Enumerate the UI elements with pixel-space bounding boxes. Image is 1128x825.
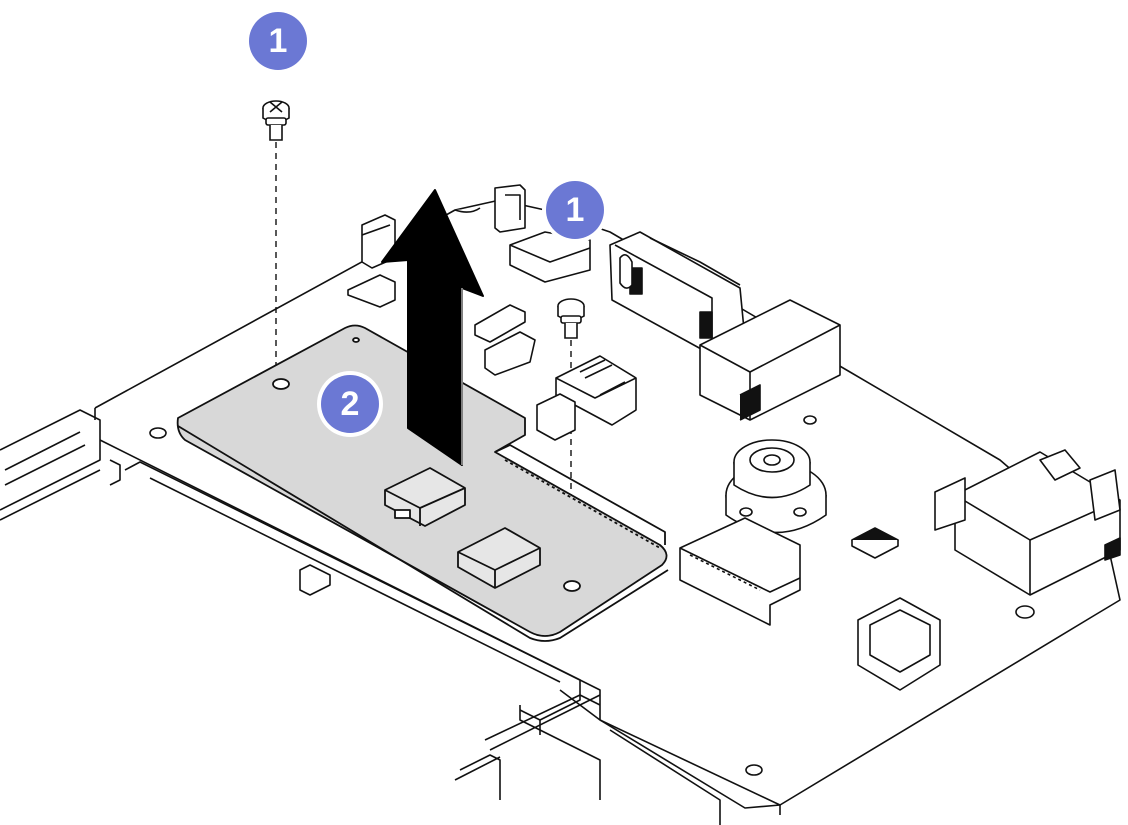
screw-icon <box>557 298 585 339</box>
callout-1-top: 1 <box>245 8 311 74</box>
screw-icon <box>262 100 290 141</box>
screw-left <box>262 100 290 385</box>
up-arrow-icon <box>381 189 484 466</box>
chassis-rails <box>0 409 781 825</box>
system-board <box>94 199 1121 815</box>
adapter-card <box>176 324 669 642</box>
chip <box>384 467 466 527</box>
chip <box>457 527 541 589</box>
callout-number: 1 <box>566 191 585 229</box>
callout-number: 2 <box>341 385 360 423</box>
callout-number: 1 <box>269 22 288 60</box>
board-components <box>347 184 1121 691</box>
callout-2: 2 <box>317 371 383 437</box>
callout-1-right: 1 <box>542 177 608 243</box>
